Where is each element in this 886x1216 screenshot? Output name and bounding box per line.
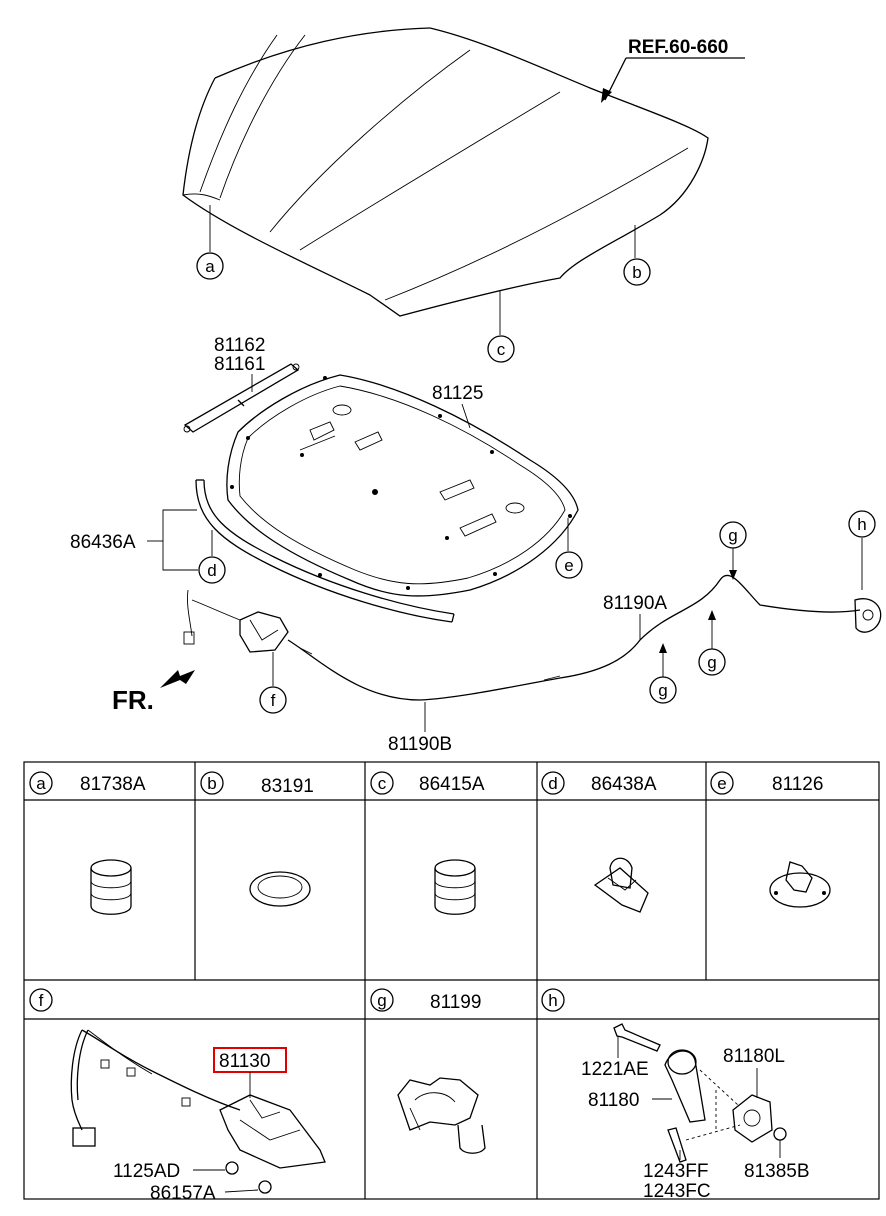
svg-text:g: g (377, 991, 386, 1010)
svg-text:1125AD: 1125AD (113, 1161, 180, 1182)
callout-c-hood: c (487, 290, 515, 363)
svg-text:b: b (207, 774, 216, 793)
svg-text:81180L: 81180L (723, 1046, 785, 1067)
svg-text:81162: 81162 (214, 335, 265, 356)
svg-text:86157A: 86157A (150, 1183, 216, 1204)
callout-g-top: g (719, 521, 747, 580)
hood-latch: f (183, 589, 289, 714)
hood-strut: 81162 81161 (183, 335, 300, 433)
svg-text:f: f (39, 991, 44, 1010)
release-handle: h (848, 510, 882, 633)
callout-e-insulator: e (555, 518, 583, 579)
detail-header-f: f (29, 988, 53, 1012)
callout-d-weatherstrip: d (198, 556, 226, 584)
svg-text:81385B: 81385B (744, 1161, 810, 1182)
callout-g-low: g (649, 643, 677, 704)
svg-text:b: b (632, 263, 641, 282)
detail-table (23, 761, 880, 1200)
svg-text:1243FF: 1243FF (643, 1161, 708, 1182)
detail-header-g: g 81199 (370, 988, 481, 1013)
svg-text:81125: 81125 (432, 383, 483, 404)
svg-text:81180: 81180 (588, 1090, 639, 1111)
detail-g-cable-clip (397, 1077, 486, 1154)
callout-a-hood: a (196, 205, 224, 280)
hood-panel (182, 27, 709, 317)
svg-text:83191: 83191 (261, 776, 314, 797)
svg-text:a: a (36, 774, 46, 793)
svg-text:a: a (205, 257, 215, 276)
part-81126-drawing (769, 861, 831, 908)
callout-g-mid: g (698, 610, 726, 676)
part-83191-drawing (249, 871, 311, 907)
detail-header-a: a 81738A (29, 771, 146, 795)
svg-text:1221AE: 1221AE (581, 1059, 649, 1080)
svg-text:f: f (271, 691, 276, 710)
svg-text:g: g (658, 681, 667, 700)
detail-header-c: c 86415A (370, 771, 485, 795)
svg-text:81199: 81199 (430, 992, 481, 1013)
part-86438A-drawing (593, 857, 649, 913)
part-86415A-drawing (434, 859, 476, 915)
front-direction-indicator: FR. (112, 670, 195, 715)
svg-text:c: c (378, 774, 387, 793)
svg-text:g: g (728, 526, 737, 545)
hood-insulator: 81125 (226, 374, 579, 597)
detail-h-release-handle: 1221AE 81180 81180L 1243FF 1243FC 81385B (581, 1023, 810, 1202)
detail-header-d: d 86438A (541, 771, 657, 795)
svg-text:86436A: 86436A (70, 532, 136, 553)
svg-text:81130: 81130 (219, 1051, 270, 1072)
svg-text:d: d (207, 561, 216, 580)
svg-text:d: d (548, 774, 557, 793)
svg-text:g: g (707, 653, 716, 672)
ref-annotation: REF.60-660 (601, 37, 745, 103)
weatherstrip: 86436A (70, 479, 455, 623)
svg-text:81126: 81126 (772, 774, 823, 795)
svg-text:86415A: 86415A (419, 774, 485, 795)
svg-text:e: e (717, 774, 726, 793)
svg-text:h: h (857, 515, 866, 534)
release-cable: 81190B 81190A (287, 574, 861, 755)
svg-text:h: h (548, 991, 557, 1010)
arrow-icon (160, 670, 195, 688)
svg-text:c: c (497, 340, 506, 359)
svg-text:81190A: 81190A (603, 593, 667, 614)
svg-text:e: e (564, 556, 573, 575)
svg-text:1243FC: 1243FC (643, 1181, 711, 1202)
part-81738A-drawing (90, 859, 132, 915)
callout-b-hood: b (623, 225, 651, 286)
svg-text:86438A: 86438A (591, 774, 657, 795)
svg-text:81161: 81161 (214, 354, 265, 375)
ref-label: REF.60-660 (628, 37, 728, 58)
svg-text:81190B: 81190B (388, 734, 452, 755)
detail-header-h: h (541, 988, 565, 1012)
svg-text:81738A: 81738A (80, 774, 146, 795)
detail-header-b: b 83191 (200, 771, 314, 797)
detail-f-latch: 81130 1125AD 86157A (70, 1029, 326, 1204)
detail-header-e: e 81126 (710, 771, 823, 795)
svg-text:FR.: FR. (112, 685, 154, 715)
